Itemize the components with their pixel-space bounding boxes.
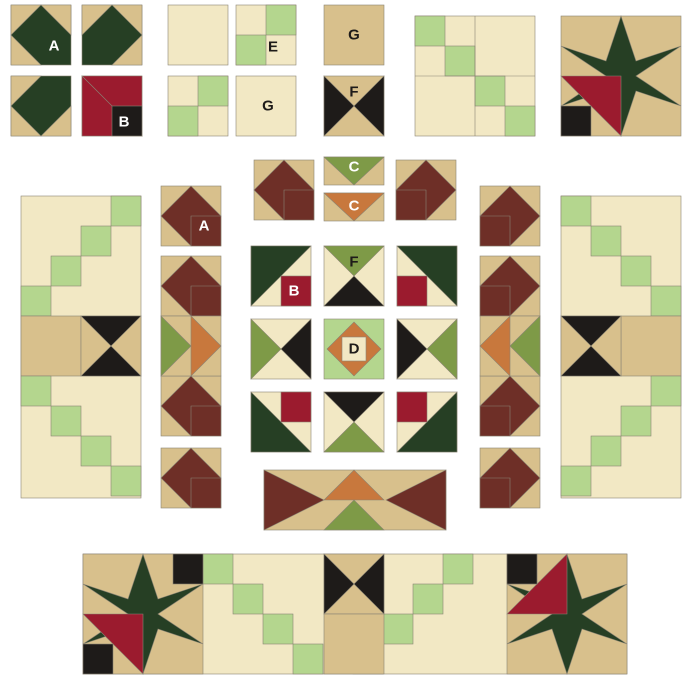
green-patch bbox=[445, 46, 475, 76]
label-d: D bbox=[349, 341, 360, 358]
green-patch bbox=[111, 466, 141, 496]
green-patch bbox=[233, 584, 263, 614]
star-black-square bbox=[83, 644, 113, 674]
bottom-band bbox=[83, 554, 627, 674]
claw-square bbox=[191, 406, 221, 436]
green-patch bbox=[21, 286, 51, 316]
corner-sq bbox=[281, 392, 311, 422]
label-f-top: F bbox=[349, 84, 358, 101]
four-patch-block bbox=[415, 16, 535, 136]
green-patch bbox=[413, 584, 443, 614]
green-patch bbox=[475, 76, 505, 106]
tan-square bbox=[324, 614, 384, 674]
label-g-tan: G bbox=[348, 27, 360, 44]
green-patch bbox=[651, 286, 681, 316]
side-column bbox=[21, 196, 141, 498]
green-patch bbox=[591, 226, 621, 256]
unit-e-g-group: EG bbox=[168, 5, 296, 136]
green-patch bbox=[591, 436, 621, 466]
label-b-mid: B bbox=[289, 283, 300, 300]
corner-sq bbox=[397, 276, 427, 306]
green-patch bbox=[383, 614, 413, 644]
plain-square bbox=[168, 5, 228, 65]
claw-square bbox=[191, 478, 221, 508]
green-patch bbox=[111, 196, 141, 226]
center-block: B F D bbox=[251, 246, 457, 452]
claw-square bbox=[480, 406, 510, 436]
side-column bbox=[561, 196, 681, 498]
tan-square bbox=[21, 316, 81, 376]
label-f-mid: F bbox=[349, 254, 358, 271]
claw-square bbox=[480, 478, 510, 508]
star-block-top bbox=[561, 16, 681, 136]
label-a-mid: A bbox=[199, 218, 210, 235]
claw-square bbox=[480, 286, 510, 316]
claw-square bbox=[396, 190, 426, 220]
claw-square bbox=[480, 216, 510, 246]
green-patch bbox=[168, 106, 198, 136]
green-patch bbox=[415, 16, 445, 46]
green-patch bbox=[505, 106, 535, 136]
unit-f-g-group: GF bbox=[324, 5, 384, 136]
green-patch bbox=[203, 554, 233, 584]
e-green bbox=[266, 5, 296, 35]
label-b-top: B bbox=[119, 114, 130, 131]
star-black-square bbox=[561, 106, 591, 136]
green-patch bbox=[561, 466, 591, 496]
unit-c-group: CC bbox=[324, 157, 384, 221]
label-c-2: C bbox=[349, 198, 360, 215]
green-patch bbox=[21, 376, 51, 406]
green-patch bbox=[561, 196, 591, 226]
green-patch bbox=[263, 614, 293, 644]
black-square bbox=[507, 554, 537, 584]
label-e: E bbox=[268, 39, 278, 56]
tan-square bbox=[621, 316, 681, 376]
green-patch bbox=[621, 256, 651, 286]
corner-sq bbox=[397, 392, 427, 422]
green-patch bbox=[51, 406, 81, 436]
label-c-1: C bbox=[349, 159, 360, 176]
green-patch bbox=[81, 436, 111, 466]
green-patch bbox=[198, 76, 228, 106]
green-patch bbox=[293, 644, 323, 674]
label-g-cream: G bbox=[262, 98, 274, 115]
bottom-center-strip bbox=[264, 470, 446, 530]
claw-square bbox=[284, 190, 314, 220]
green-patch bbox=[651, 376, 681, 406]
label-a-top: A bbox=[49, 38, 60, 55]
claw-square bbox=[191, 286, 221, 316]
unit-b-group: B bbox=[82, 76, 142, 136]
green-patch bbox=[443, 554, 473, 584]
green-patch bbox=[81, 226, 111, 256]
black-square bbox=[173, 554, 203, 584]
green-patch bbox=[51, 256, 81, 286]
green-patch bbox=[621, 406, 651, 436]
e-green bbox=[236, 35, 266, 65]
